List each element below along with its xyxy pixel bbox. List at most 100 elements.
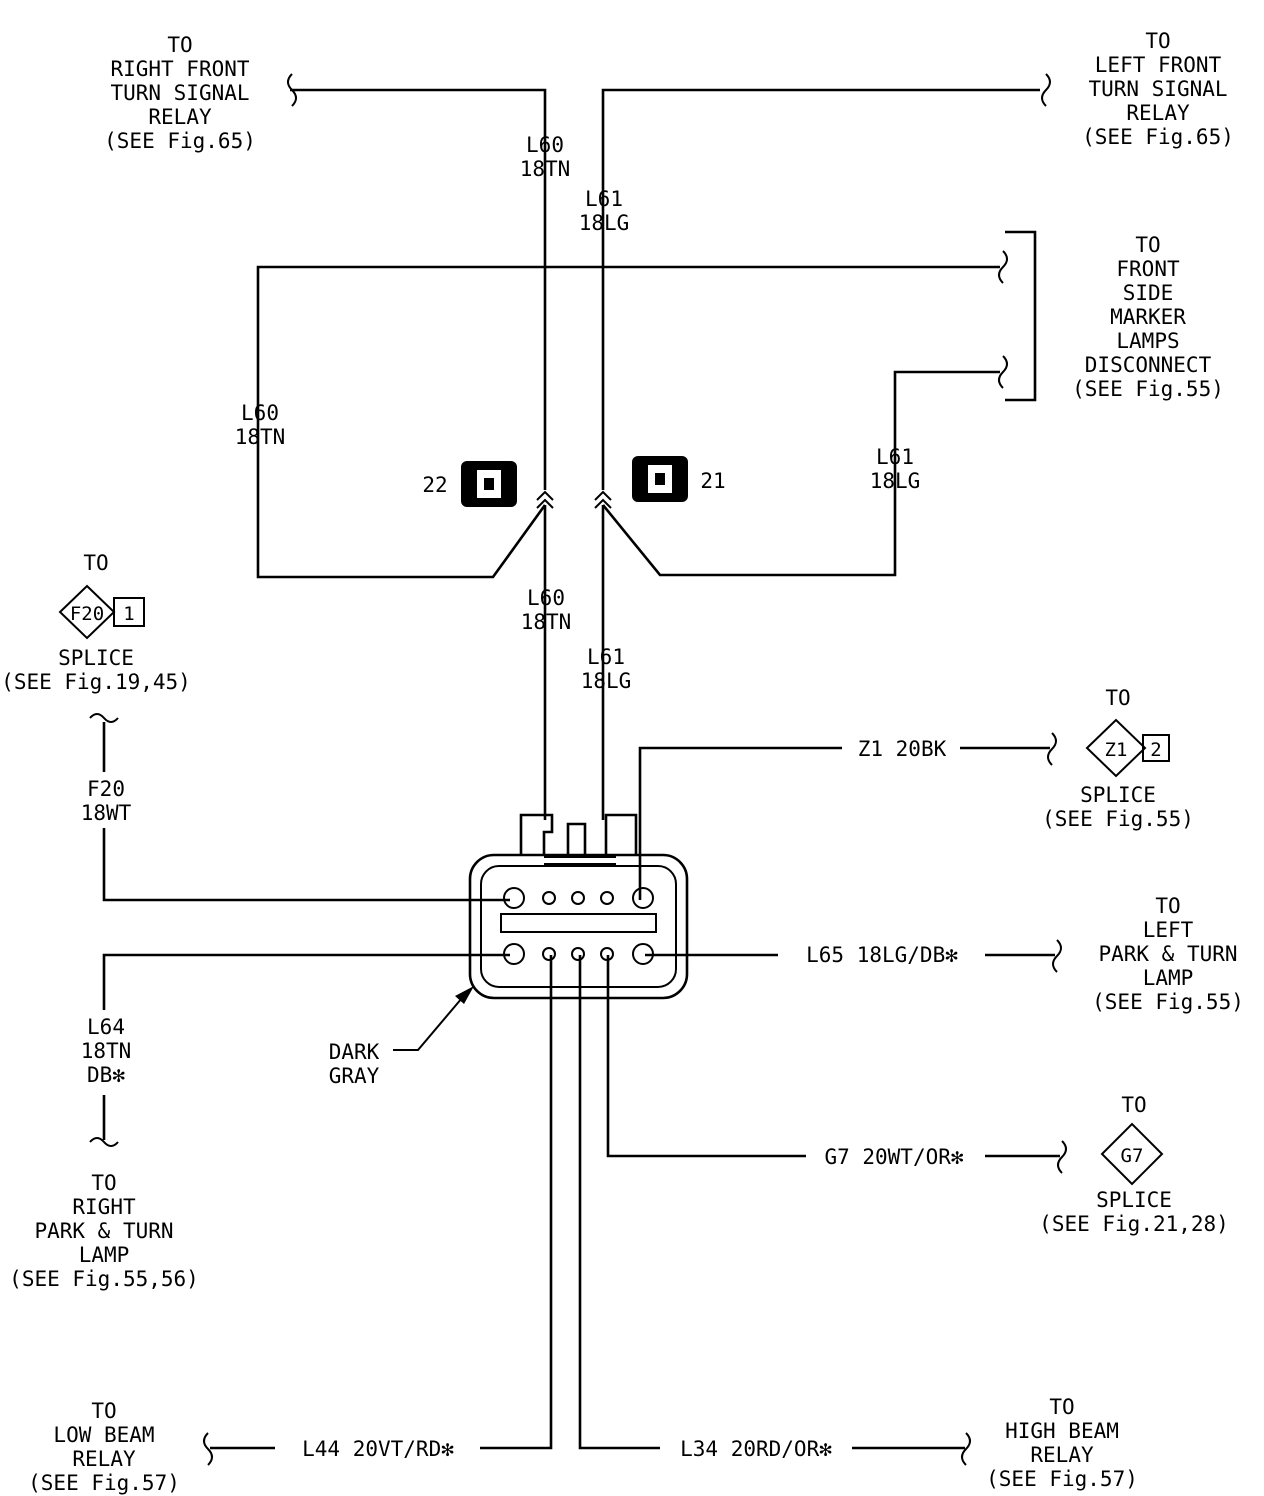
svg-text:L61: L61 xyxy=(587,645,625,669)
label-left-front-relay: TO LEFT FRONT TURN SIGNAL RELAY (SEE Fig… xyxy=(1082,29,1234,149)
svg-text:TO: TO xyxy=(167,33,192,57)
connector-color-arrow xyxy=(393,986,474,1051)
svg-text:18TN: 18TN xyxy=(521,610,572,634)
svg-text:PARK & TURN: PARK & TURN xyxy=(34,1219,173,1243)
svg-text:(SEE Fig.55): (SEE Fig.55) xyxy=(1072,377,1224,401)
wire-label-l60-top: L60 18TN xyxy=(520,133,571,181)
svg-text:TO: TO xyxy=(1145,29,1170,53)
svg-text:MARKER: MARKER xyxy=(1110,305,1186,329)
svg-text:SPLICE: SPLICE xyxy=(1080,783,1156,807)
svg-text:18TN: 18TN xyxy=(520,157,571,181)
svg-text:(SEE Fig.65): (SEE Fig.65) xyxy=(1082,125,1234,149)
wire-label-l64: L64 18TN DB✻ xyxy=(81,1015,132,1087)
wire-l60-trunk xyxy=(290,88,547,820)
svg-text:18TN: 18TN xyxy=(235,425,286,449)
svg-text:RIGHT FRONT: RIGHT FRONT xyxy=(110,57,249,81)
svg-text:RELAY: RELAY xyxy=(148,105,212,129)
wire-g7 xyxy=(606,955,806,1158)
svg-text:LOW BEAM: LOW BEAM xyxy=(53,1423,154,1447)
svg-text:FRONT: FRONT xyxy=(1116,257,1180,281)
wire-label-l65: L65 18LG/DB✻ xyxy=(806,943,958,967)
wire-l61-trunk xyxy=(601,88,1040,820)
svg-text:RIGHT: RIGHT xyxy=(72,1195,136,1219)
wire-l44 xyxy=(480,955,553,1450)
svg-text:(SEE Fig.21,28): (SEE Fig.21,28) xyxy=(1039,1212,1229,1236)
label-left-park-turn: TO LEFT PARK & TURN LAMP (SEE Fig.55) xyxy=(1092,894,1244,1014)
inline-connector-chevrons xyxy=(536,490,612,509)
svg-text:L61: L61 xyxy=(876,445,914,469)
wire-l60-side-marker xyxy=(256,265,1000,579)
connector-22-number: 22 xyxy=(422,473,447,497)
svg-text:TO: TO xyxy=(91,1399,116,1423)
splice-g7-id: G7 xyxy=(1121,1145,1144,1167)
splice-z1-icon: Z1 2 xyxy=(1085,718,1170,778)
svg-text:TO: TO xyxy=(1049,1395,1074,1419)
svg-text:18LG: 18LG xyxy=(579,211,630,235)
svg-text:PARK & TURN: PARK & TURN xyxy=(1098,942,1237,966)
label-low-beam-relay: TO LOW BEAM RELAY (SEE Fig.57) xyxy=(28,1399,180,1495)
svg-text:18LG: 18LG xyxy=(870,469,921,493)
svg-text:L60: L60 xyxy=(526,133,564,157)
svg-text:DARK: DARK xyxy=(329,1040,380,1064)
svg-text:LAMPS: LAMPS xyxy=(1116,329,1179,353)
splice-z1-pin: 2 xyxy=(1150,739,1161,761)
wire-label-l60-mid: L60 18TN xyxy=(521,586,572,634)
label-high-beam-relay: TO HIGH BEAM RELAY (SEE Fig.57) xyxy=(986,1395,1138,1491)
splice-f20-id: F20 xyxy=(70,603,104,625)
wire-label-f20: F20 18WT xyxy=(81,777,132,825)
svg-text:SPLICE: SPLICE xyxy=(1096,1188,1172,1212)
wire-label-l61-top: L61 18LG xyxy=(579,187,630,235)
svg-text:(SEE Fig.57): (SEE Fig.57) xyxy=(28,1471,180,1495)
connector-22-icon xyxy=(461,461,517,507)
connector-21-icon xyxy=(632,456,688,502)
svg-text:L60: L60 xyxy=(241,401,279,425)
wire-end-symbols xyxy=(89,73,1067,1466)
svg-text:TURN SIGNAL: TURN SIGNAL xyxy=(110,81,249,105)
label-side-marker: TO FRONT SIDE MARKER LAMPS DISCONNECT (S… xyxy=(1072,233,1224,401)
svg-text:LAMP: LAMP xyxy=(79,1243,130,1267)
svg-text:SIDE: SIDE xyxy=(1123,281,1174,305)
svg-text:TO: TO xyxy=(1155,894,1180,918)
svg-text:TO: TO xyxy=(91,1171,116,1195)
wire-label-l44: L44 20VT/RD✻ xyxy=(302,1437,454,1461)
svg-text:F20: F20 xyxy=(87,777,125,801)
svg-text:TURN SIGNAL: TURN SIGNAL xyxy=(1088,77,1227,101)
label-right-park-turn: TO RIGHT PARK & TURN LAMP (SEE Fig.55,56… xyxy=(9,1171,199,1291)
svg-text:18WT: 18WT xyxy=(81,801,132,825)
wire-label-l61-mid: L61 18LG xyxy=(581,645,632,693)
svg-text:RELAY: RELAY xyxy=(1030,1443,1094,1467)
wire-f20-lower xyxy=(102,828,510,902)
svg-text:L60: L60 xyxy=(527,586,565,610)
connector-21-number: 21 xyxy=(700,469,725,493)
svg-text:TO: TO xyxy=(1135,233,1160,257)
label-connector-color: DARK GRAY xyxy=(329,1040,380,1088)
svg-text:TO: TO xyxy=(83,551,108,575)
splice-f20-pin: 1 xyxy=(123,603,134,625)
svg-text:(SEE Fig.65): (SEE Fig.65) xyxy=(104,129,256,153)
wire-l61-side-marker xyxy=(601,370,1000,577)
wire-l64 xyxy=(102,953,510,1010)
wire-label-l60-side: L60 18TN xyxy=(235,401,286,449)
wire-label-z1: Z1 20BK xyxy=(858,737,947,761)
label-f20-splice: TO SPLICE (SEE Fig.19,45) xyxy=(1,551,191,694)
svg-text:LEFT FRONT: LEFT FRONT xyxy=(1095,53,1222,77)
svg-text:RELAY: RELAY xyxy=(1126,101,1190,125)
svg-text:(SEE Fig.55,56): (SEE Fig.55,56) xyxy=(9,1267,199,1291)
svg-text:DB✻: DB✻ xyxy=(87,1063,125,1087)
svg-text:LAMP: LAMP xyxy=(1143,966,1194,990)
svg-text:LEFT: LEFT xyxy=(1143,918,1194,942)
svg-text:TO: TO xyxy=(1105,686,1130,710)
side-marker-bracket xyxy=(1005,230,1037,402)
wire-label-l34: L34 20RD/OR✻ xyxy=(680,1437,832,1461)
splice-z1-id: Z1 xyxy=(1105,739,1128,761)
svg-text:L61: L61 xyxy=(585,187,623,211)
wire-l34 xyxy=(578,955,660,1450)
svg-text:(SEE Fig.19,45): (SEE Fig.19,45) xyxy=(1,670,191,694)
svg-text:RELAY: RELAY xyxy=(72,1447,136,1471)
svg-text:(SEE Fig.55): (SEE Fig.55) xyxy=(1092,990,1244,1014)
label-z1-splice: TO SPLICE (SEE Fig.55) xyxy=(1042,686,1194,831)
svg-text:TO: TO xyxy=(1121,1093,1146,1117)
svg-text:18LG: 18LG xyxy=(581,669,632,693)
wire-label-g7: G7 20WT/OR✻ xyxy=(824,1145,963,1169)
